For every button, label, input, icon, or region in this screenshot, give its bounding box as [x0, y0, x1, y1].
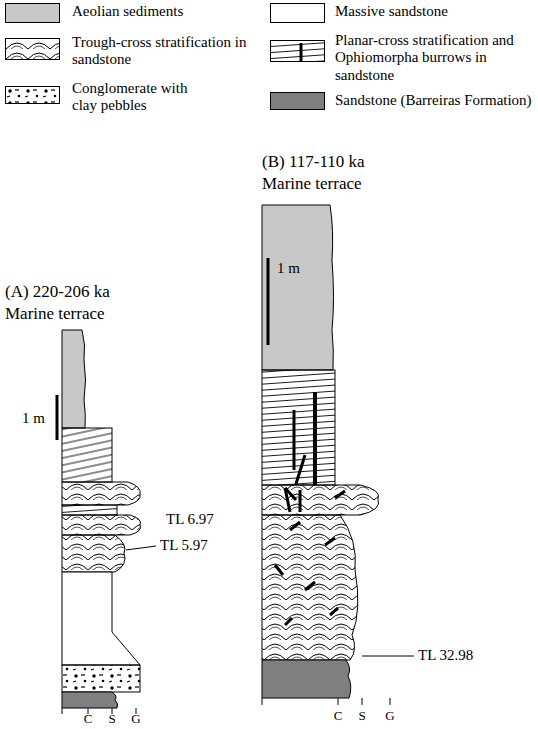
- panel-title: Marine terrace: [5, 304, 105, 324]
- panel-title: Marine terrace: [262, 174, 362, 194]
- legend-text: Massive sandstone: [335, 3, 533, 20]
- age-label: TL 6.97: [166, 511, 214, 528]
- age-label: TL 32.98: [418, 647, 473, 664]
- pattern-sample: [6, 39, 59, 59]
- grain-size-label: G: [131, 712, 140, 727]
- grain-size-label: S: [108, 712, 115, 727]
- legend-swatch: [5, 38, 60, 60]
- legend-text: Trough-cross stratification in sandstone: [72, 34, 257, 69]
- legend-swatch: [270, 3, 325, 23]
- legend-swatch: [5, 3, 60, 23]
- grain-size-label: C: [84, 712, 93, 727]
- grain-size-label: C: [334, 709, 343, 724]
- panel-title: (A) 220-206 ka: [5, 282, 110, 302]
- legend-text: Planar-cross stratification and Ophiomor…: [335, 32, 533, 84]
- grain-size-label: G: [385, 709, 394, 724]
- legend-text: Conglomerate with clay pebbles: [72, 80, 202, 115]
- grain-size-label: S: [358, 709, 365, 724]
- legend-text: Aeolian sediments: [72, 3, 262, 20]
- scale-label: 1 m: [22, 410, 45, 427]
- age-label: TL 5.97: [160, 537, 208, 554]
- legend-swatch: [270, 92, 325, 110]
- legend-swatch: [270, 40, 325, 62]
- pattern-sample: [271, 41, 324, 61]
- pattern-sample: [6, 87, 59, 103]
- panel-title: (B) 117-110 ka: [262, 152, 365, 172]
- legend-text: Sandstone (Barreiras Formation): [335, 92, 533, 109]
- scale-label: 1 m: [277, 260, 300, 277]
- legend-swatch: [5, 86, 60, 104]
